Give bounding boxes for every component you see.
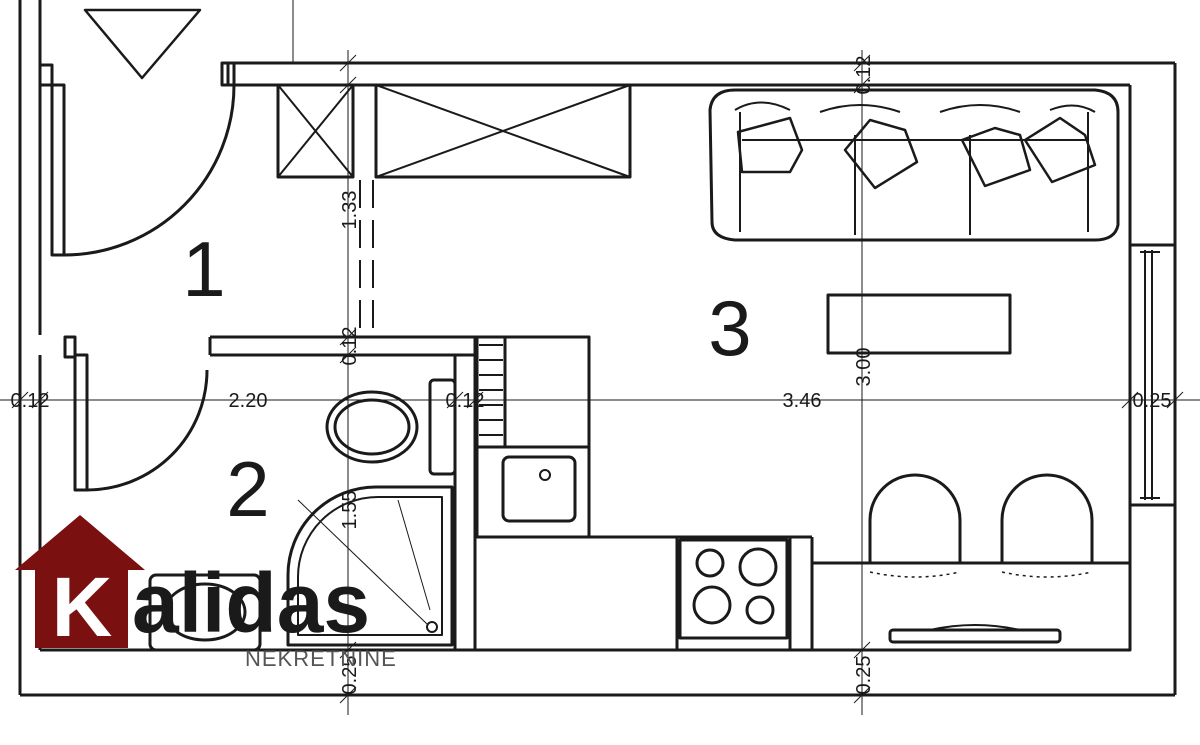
washbasin bbox=[148, 573, 262, 652]
dimension-living-depth: 3.00 bbox=[853, 348, 875, 387]
coffee-table bbox=[826, 293, 1012, 355]
house-icon bbox=[15, 515, 145, 648]
logo-wordmark: alidas bbox=[132, 556, 370, 650]
dimension-hall-depth: 1.33 bbox=[339, 191, 361, 230]
kitchen-counter bbox=[475, 335, 814, 650]
dimension-bath-depth: 1.55 bbox=[339, 491, 361, 530]
bathroom-door bbox=[63, 335, 209, 492]
shower bbox=[286, 485, 454, 647]
dimension-bottom-wall-right: 0.25 bbox=[853, 656, 875, 695]
dimension-lines bbox=[0, 50, 1200, 715]
entrance-door bbox=[38, 0, 294, 257]
toilet bbox=[325, 378, 457, 476]
room-label-2: 2 bbox=[226, 445, 269, 533]
dimension-bottom-wall-left: 0.25 bbox=[339, 656, 361, 695]
dimension-hall-width: 2.20 bbox=[229, 390, 268, 412]
bathroom-walls bbox=[208, 335, 590, 650]
window bbox=[1128, 243, 1177, 507]
room-label-3: 3 bbox=[708, 284, 751, 372]
dimension-right-wall: 0.25 bbox=[1133, 390, 1172, 412]
sofa bbox=[708, 88, 1120, 242]
dining-area bbox=[810, 473, 1132, 652]
cooktop bbox=[678, 538, 789, 640]
dimension-partition: 0.12 bbox=[446, 390, 485, 412]
dimension-living-width: 3.46 bbox=[783, 390, 822, 412]
logo-first-letter: K bbox=[52, 560, 113, 654]
logo-tagline: NEKRETNINE bbox=[245, 646, 397, 671]
kalidas-logo: K alidas NEKRETNINE bbox=[15, 515, 397, 671]
dimension-mid-wall: 0.12 bbox=[339, 327, 361, 366]
dimension-top-wall: 0.12 bbox=[853, 56, 875, 95]
dimension-left-wall: 0.12 bbox=[11, 390, 50, 412]
room-label-1: 1 bbox=[182, 225, 225, 313]
wardrobe-units bbox=[276, 83, 632, 330]
